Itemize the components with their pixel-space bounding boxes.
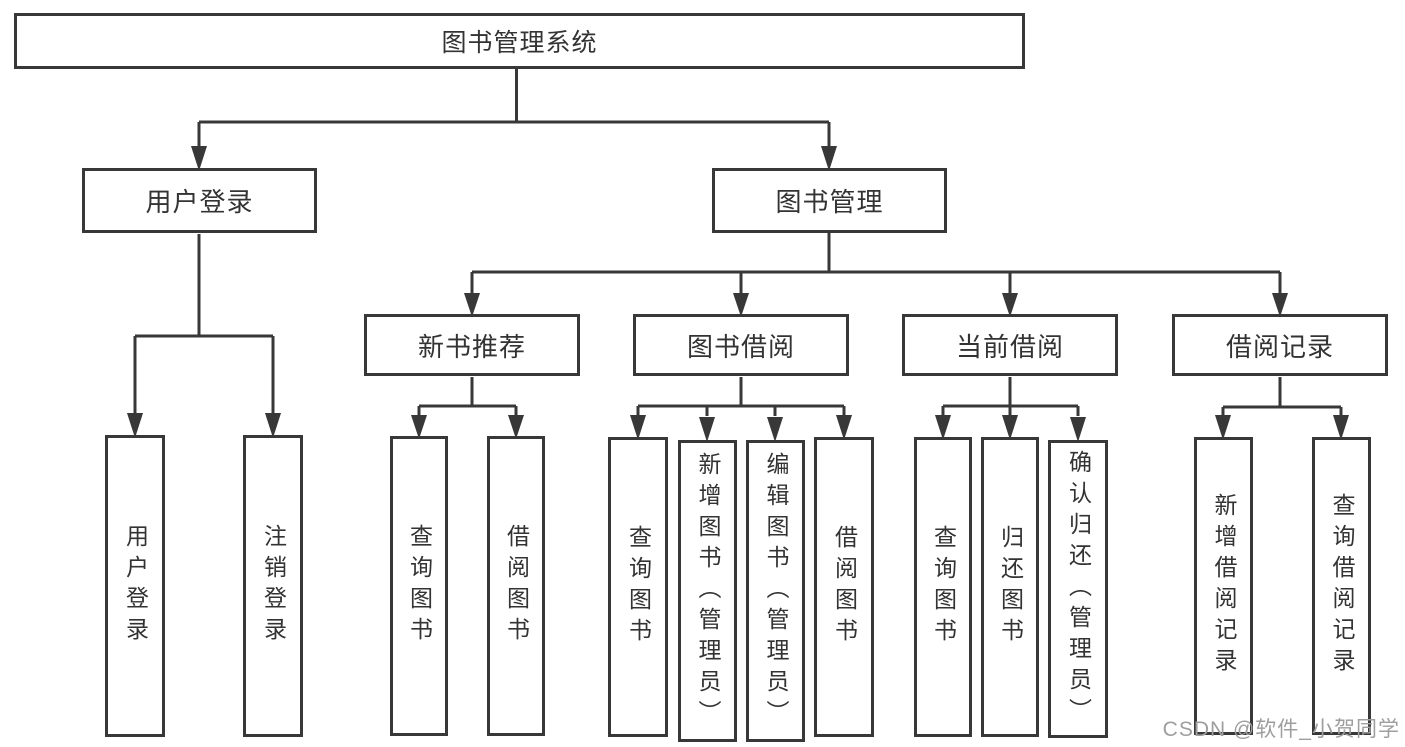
leaf-borrow-query-books: 查询图书 [608,437,668,737]
node-root: 图书管理系统 [14,13,1025,69]
node-root-label: 图书管理系统 [441,29,598,57]
node-new-book-recommend: 新书推荐 [364,314,580,376]
leaf-logout: 注销登录 [243,435,303,737]
leaf-return-books: 归还图书 [981,437,1039,737]
leaf-edit-books-admin: 编辑图书（管理员） [746,440,805,742]
node-borrow-records-label: 借阅记录 [1225,331,1334,362]
node-new-book-recommend-label: 新书推荐 [417,331,526,362]
leaf-borrow-query-books-label: 查询图书 [625,525,652,649]
leaf-add-books-admin: 新增图书（管理员） [678,440,737,742]
node-book-management: 图书管理 [712,168,947,233]
node-book-borrow-label: 图书借阅 [686,331,795,362]
node-borrow-records: 借阅记录 [1172,314,1388,376]
leaf-query-borrow-record-label: 查询借阅记录 [1329,493,1355,679]
leaf-borrow-books: 借阅图书 [814,437,874,737]
leaf-query-borrow-record: 查询借阅记录 [1312,437,1371,735]
leaf-return-books-label: 归还图书 [997,525,1024,649]
node-book-management-label: 图书管理 [775,187,884,217]
leaf-logout-label: 注销登录 [260,524,287,648]
leaf-add-books-admin-label: 新增图书（管理员） [695,451,721,731]
csdn-watermark: CSDN @软件_小贺同学 [1162,718,1400,741]
leaf-edit-books-admin-label: 编辑图书（管理员） [763,451,789,731]
leaf-recommend-query-books: 查询图书 [390,436,448,736]
leaf-add-borrow-record: 新增借阅记录 [1194,437,1253,735]
leaf-current-query-books: 查询图书 [914,437,972,737]
node-user-login-label: 用户登录 [145,187,254,217]
node-current-borrow-label: 当前借阅 [955,331,1064,362]
leaf-borrow-books-label: 借阅图书 [831,525,858,649]
leaf-recommend-borrow-books-label: 借阅图书 [503,524,530,648]
node-user-login: 用户登录 [82,168,317,233]
leaf-add-borrow-record-label: 新增借阅记录 [1211,493,1237,679]
node-current-borrow: 当前借阅 [902,314,1118,376]
node-book-borrow: 图书借阅 [633,314,849,376]
leaf-recommend-borrow-books: 借阅图书 [487,436,545,736]
leaf-user-login: 用户登录 [105,435,165,737]
leaf-current-query-books-label: 查询图书 [930,525,957,649]
leaf-confirm-return-admin: 确认归还（管理员） [1048,440,1108,738]
leaf-user-login-label: 用户登录 [122,524,149,648]
leaf-confirm-return-admin-label: 确认归还（管理员） [1065,449,1092,729]
leaf-recommend-query-books-label: 查询图书 [406,524,433,648]
